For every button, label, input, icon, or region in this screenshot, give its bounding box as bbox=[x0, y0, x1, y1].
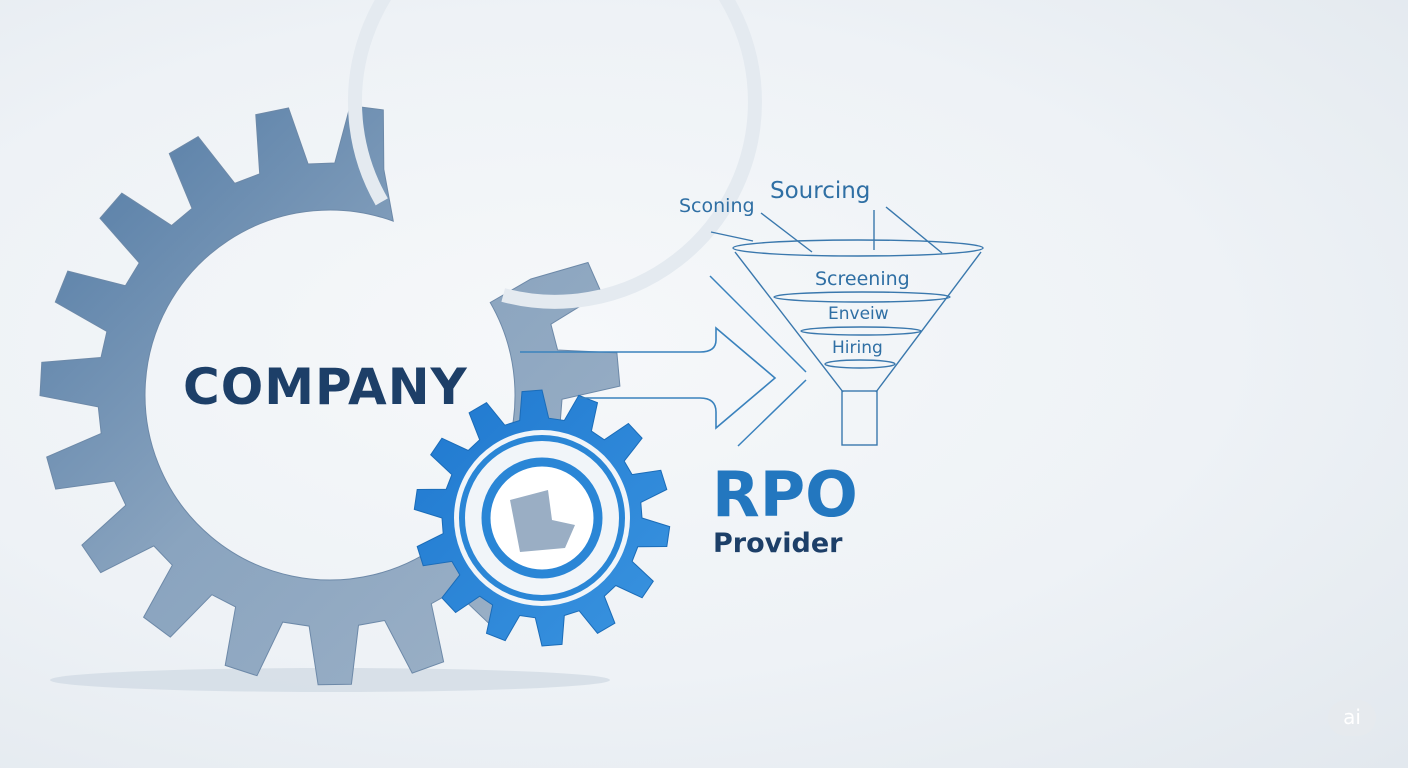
ai-watermark: ai bbox=[1328, 700, 1376, 736]
funnel-stage-enveiw: Enveiw bbox=[828, 304, 889, 324]
funnel-icon bbox=[710, 206, 984, 446]
funnel-stage-hiring: Hiring bbox=[832, 338, 883, 358]
gear-hub-outer-ring bbox=[459, 435, 625, 601]
gear-hub bbox=[510, 490, 575, 552]
provider-label: Provider bbox=[713, 528, 843, 559]
funnel-stage-screening: Screening bbox=[815, 268, 910, 290]
funnel-stage-sconing: Sconing bbox=[679, 195, 755, 217]
chevron-line-upper bbox=[709, 275, 807, 373]
chevron-line-lower bbox=[737, 379, 807, 447]
rpo-label: RPO bbox=[712, 458, 858, 531]
company-label: COMPANY bbox=[183, 358, 468, 416]
gear-inner-ring bbox=[347, 0, 762, 309]
funnel-stage-sourcing: Sourcing bbox=[770, 178, 871, 204]
arrow-icon bbox=[520, 326, 777, 430]
